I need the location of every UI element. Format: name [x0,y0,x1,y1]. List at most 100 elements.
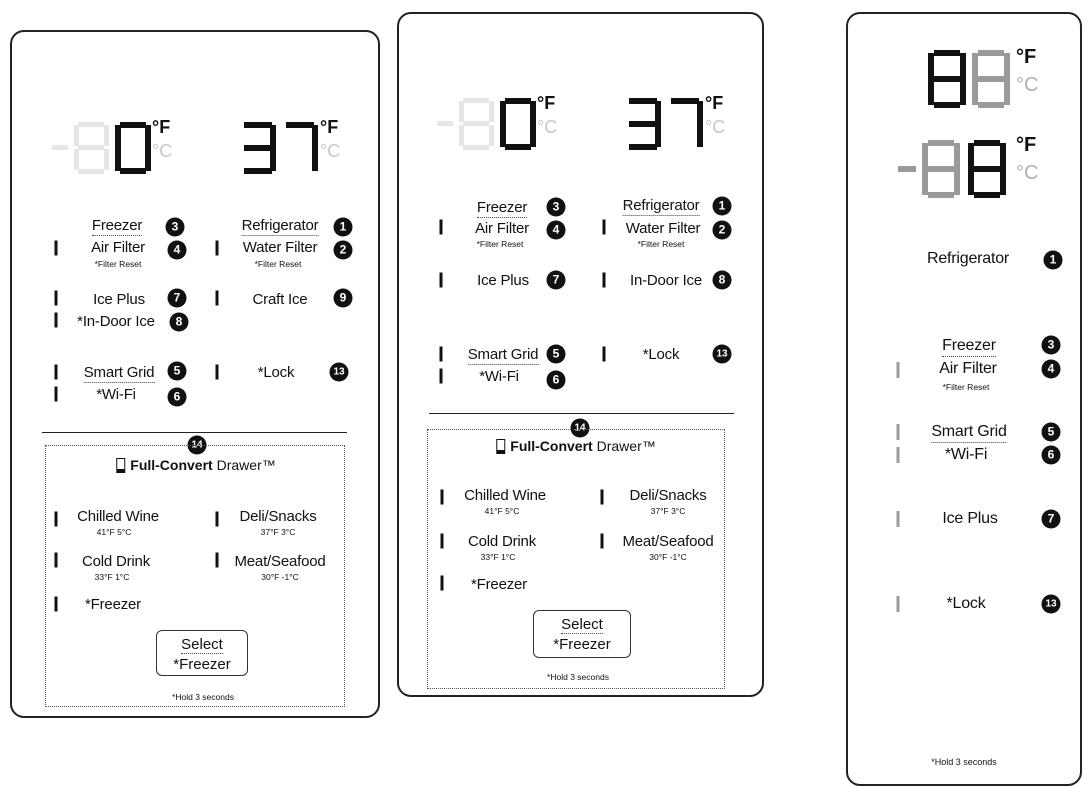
celsius-unit: °C [1016,74,1039,96]
badge-2: 2 [333,240,353,260]
indicator-bar [54,511,58,527]
lock-button[interactable]: *Lock [642,346,680,363]
air-filter-button[interactable]: Air Filter [91,239,145,256]
ghost-digit [74,122,109,174]
badge-4: 4 [167,240,187,260]
deli-snacks-button[interactable]: Deli/Snacks [629,487,707,504]
deli-snacks-temps: 37°F 3°C [650,506,686,516]
freezer-button[interactable]: Freezer [476,199,528,218]
refrigerator-button[interactable]: Refrigerator [926,250,1010,267]
refrigerator-button[interactable]: Refrigerator [622,197,700,216]
drawer-freezer-button[interactable]: *Freezer [471,576,527,593]
craft-ice-button[interactable]: Craft Ice [252,291,308,308]
indicator-bar [54,552,58,568]
wifi-button[interactable]: *Wi-Fi [479,368,519,385]
lock-button[interactable]: *Lock [257,364,295,381]
badge-3: 3 [165,217,185,237]
smart-grid-button[interactable]: Smart Grid [467,346,539,365]
select-label: Select [561,616,603,634]
meat-seafood-button[interactable]: Meat/Seafood [234,553,326,570]
lock-button[interactable]: *Lock [946,595,986,612]
indicator-bar [54,290,58,306]
digit-three [244,122,276,174]
badge-5: 5 [167,361,187,381]
badge-3: 3 [1041,335,1061,355]
ghost-digit [459,98,494,150]
chilled-wine-button[interactable]: Chilled Wine [77,508,159,525]
badge-5: 5 [1041,422,1061,442]
indicator-bar [896,511,900,527]
refrigerator-button[interactable]: Refrigerator [241,217,319,236]
indicator-bar [600,533,604,549]
fridge-temp-display [629,98,703,150]
water-filter-button[interactable]: Water Filter [625,220,701,237]
freezer-button[interactable]: Freezer [942,337,996,357]
fahrenheit-unit: °F [152,117,171,137]
drawer-icon [116,458,126,473]
filter-reset-note: *Filter Reset [637,239,685,249]
drawer-title: Full-Convert Drawer™ [496,438,656,454]
minus-gray [898,166,916,172]
control-panel-2: °F °C °F °C Freezer 3 Refrigerator 1 Air… [397,12,764,697]
indicator-bar [600,489,604,505]
filter-reset-note: *Filter Reset [942,382,990,392]
freezer-temp-display [437,98,536,150]
smart-grid-button[interactable]: Smart Grid [83,364,155,383]
digit-zero [500,98,536,150]
indicator-bar [896,447,900,463]
celsius-unit: °C [705,117,726,137]
badge-5: 5 [546,344,566,364]
badge-4: 4 [546,220,566,240]
select-freezer-label: *Freezer [553,636,611,653]
select-freezer-label: *Freezer [173,656,231,673]
wifi-button[interactable]: *Wi-Fi [944,446,988,463]
indicator-bar [440,533,444,549]
drawer-freezer-button[interactable]: *Freezer [85,596,141,613]
cold-drink-button[interactable]: Cold Drink [81,553,151,570]
fahrenheit-unit: °F [537,93,556,113]
indicator-bar [602,219,606,235]
indicator-bar [54,240,58,256]
badge-6: 6 [167,387,187,407]
bottom-temp-display [898,140,1006,198]
indicator-bar [896,362,900,378]
filter-reset-note: *Filter Reset [476,239,524,249]
fahrenheit-unit: °F [1016,134,1037,156]
indicator-bar [602,346,606,362]
celsius-unit: °C [1016,162,1039,184]
digit-zero [115,122,151,174]
ice-plus-button[interactable]: Ice Plus [93,291,145,308]
control-panel-1: °F °C °F °C Freezer 3 Refrigerator 1 Air… [10,30,380,718]
chilled-wine-button[interactable]: Chilled Wine [464,487,546,504]
ice-plus-button[interactable]: Ice Plus [477,272,529,289]
freezer-button[interactable]: Freezer [91,217,143,236]
indicator-bar [54,386,58,402]
badge-6: 6 [546,370,566,390]
cold-drink-temps: 33°F 1°C [94,572,130,582]
meat-seafood-button[interactable]: Meat/Seafood [622,533,714,550]
deli-snacks-button[interactable]: Deli/Snacks [239,508,317,525]
fahrenheit-unit: °F [705,93,724,113]
badge-8: 8 [169,312,189,332]
smart-grid-button[interactable]: Smart Grid [931,423,1007,443]
select-freezer-button[interactable]: Select *Freezer [156,630,248,676]
deli-snacks-temps: 37°F 3°C [260,527,296,537]
in-door-ice-button[interactable]: In-Door Ice [630,272,702,289]
indicator-bar [215,290,219,306]
indicator-bar [439,346,443,362]
air-filter-button[interactable]: Air Filter [939,360,997,377]
select-freezer-button[interactable]: Select *Freezer [533,610,631,658]
digit-eight [968,140,1006,198]
in-door-ice-button[interactable]: *In-Door Ice [77,313,155,330]
wifi-button[interactable]: *Wi-Fi [96,386,136,403]
ice-plus-button[interactable]: Ice Plus [942,510,998,527]
air-filter-button[interactable]: Air Filter [475,220,529,237]
celsius-unit: °C [320,141,341,161]
badge-1: 1 [712,196,732,216]
cold-drink-button[interactable]: Cold Drink [467,533,537,550]
indicator-bar [215,240,219,256]
badge-2: 2 [712,220,732,240]
separator-line [42,432,347,433]
indicator-bar [440,489,444,505]
water-filter-button[interactable]: Water Filter [242,239,318,256]
